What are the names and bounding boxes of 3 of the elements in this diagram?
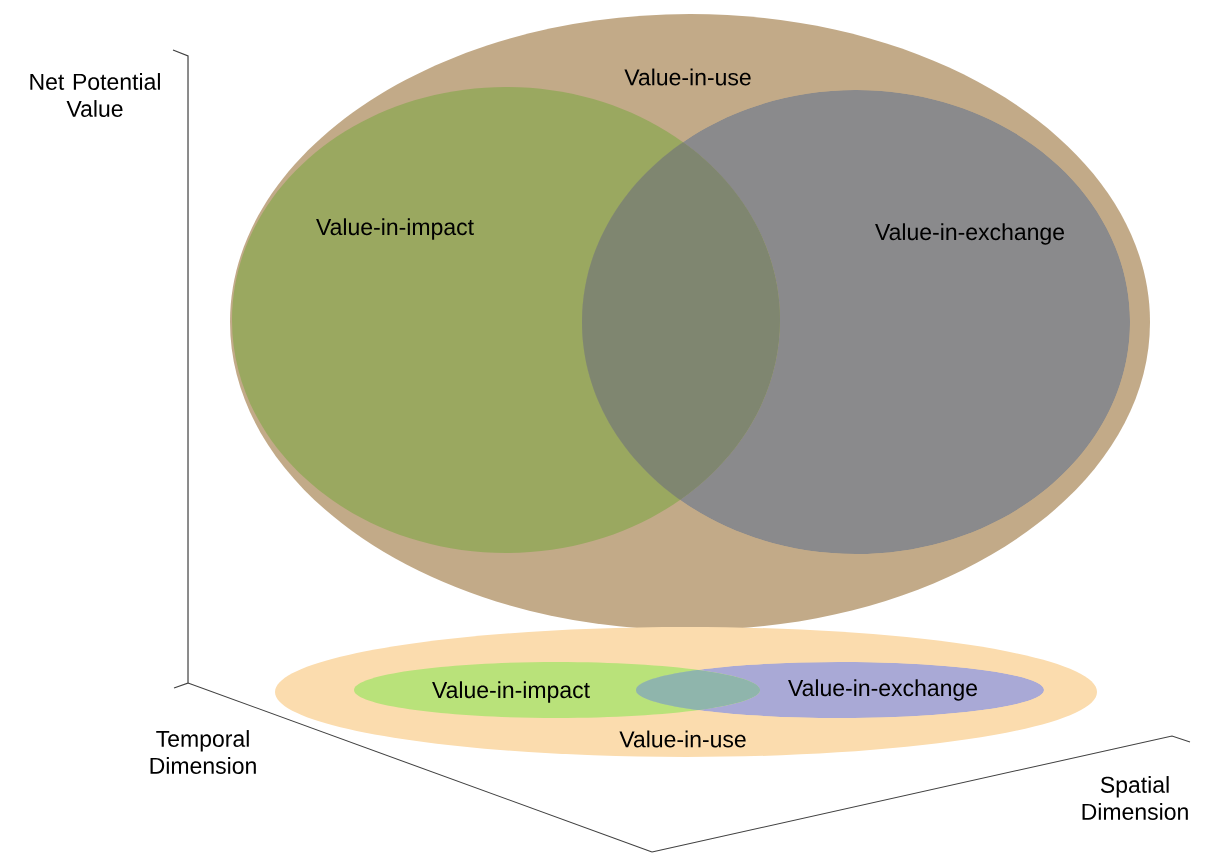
axis-label: Net Potential Value — [30, 73, 160, 117]
axis-label: Spatial Dimension — [1082, 776, 1188, 820]
axis-label: Temporal Dimension — [150, 730, 256, 774]
